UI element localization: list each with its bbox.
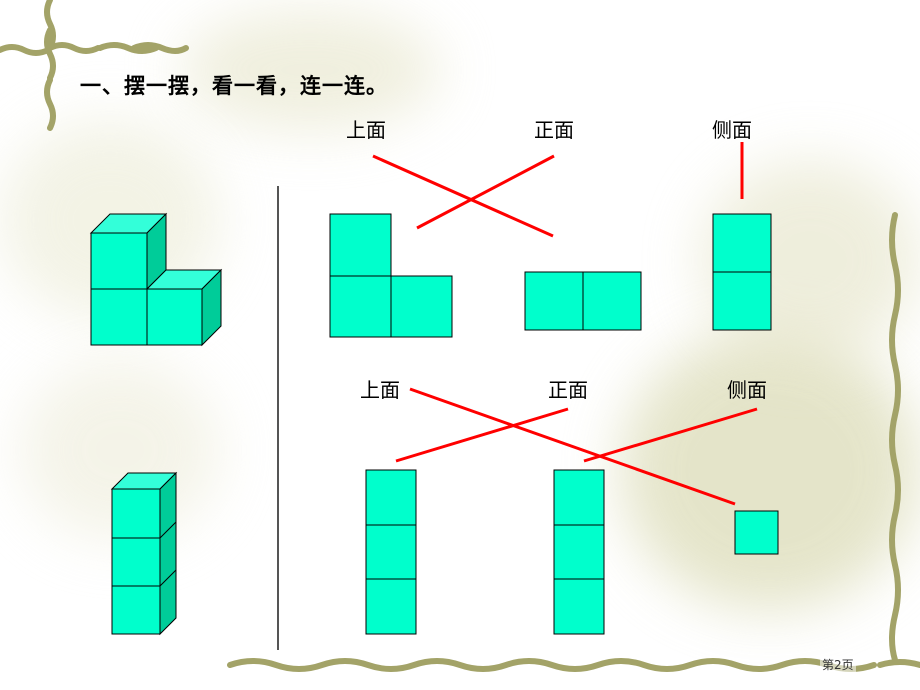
cube-assembly-vertical-stack — [110, 471, 178, 636]
connector-side-to-right-stack — [583, 407, 758, 463]
label-front-view-1: 正面 — [534, 118, 574, 142]
connector-lines-section2 — [395, 387, 758, 506]
view-shape-single-square — [734, 510, 779, 555]
background-leaf-shape — [180, 10, 440, 130]
view-shape-two-squares-vertical — [712, 213, 772, 331]
connector-lines-section1 — [372, 142, 744, 238]
page-number: 第2页 — [820, 656, 856, 673]
connector-top-to-square — [409, 387, 736, 506]
connector-front-to-left-stack — [395, 407, 569, 463]
connector-top-to-horizontal — [372, 154, 554, 238]
label-side-view-1: 侧面 — [712, 118, 752, 142]
label-top-view-1: 上面 — [346, 118, 386, 142]
view-shape-three-squares-vertical-right — [553, 469, 605, 635]
label-front-view-2: 正面 — [548, 378, 588, 402]
view-shape-L-three-squares — [329, 213, 453, 338]
view-shape-three-squares-vertical-left — [365, 469, 417, 635]
slide-title: 一、摆一摆，看一看，连一连。 — [80, 74, 388, 98]
label-side-view-2: 侧面 — [727, 378, 767, 402]
label-top-view-2: 上面 — [360, 378, 400, 402]
cube-assembly-L-shape — [89, 212, 223, 347]
background-leaf-shape — [620, 330, 920, 610]
connector-front-to-L — [416, 154, 555, 230]
view-shape-two-squares-horizontal — [524, 271, 642, 331]
